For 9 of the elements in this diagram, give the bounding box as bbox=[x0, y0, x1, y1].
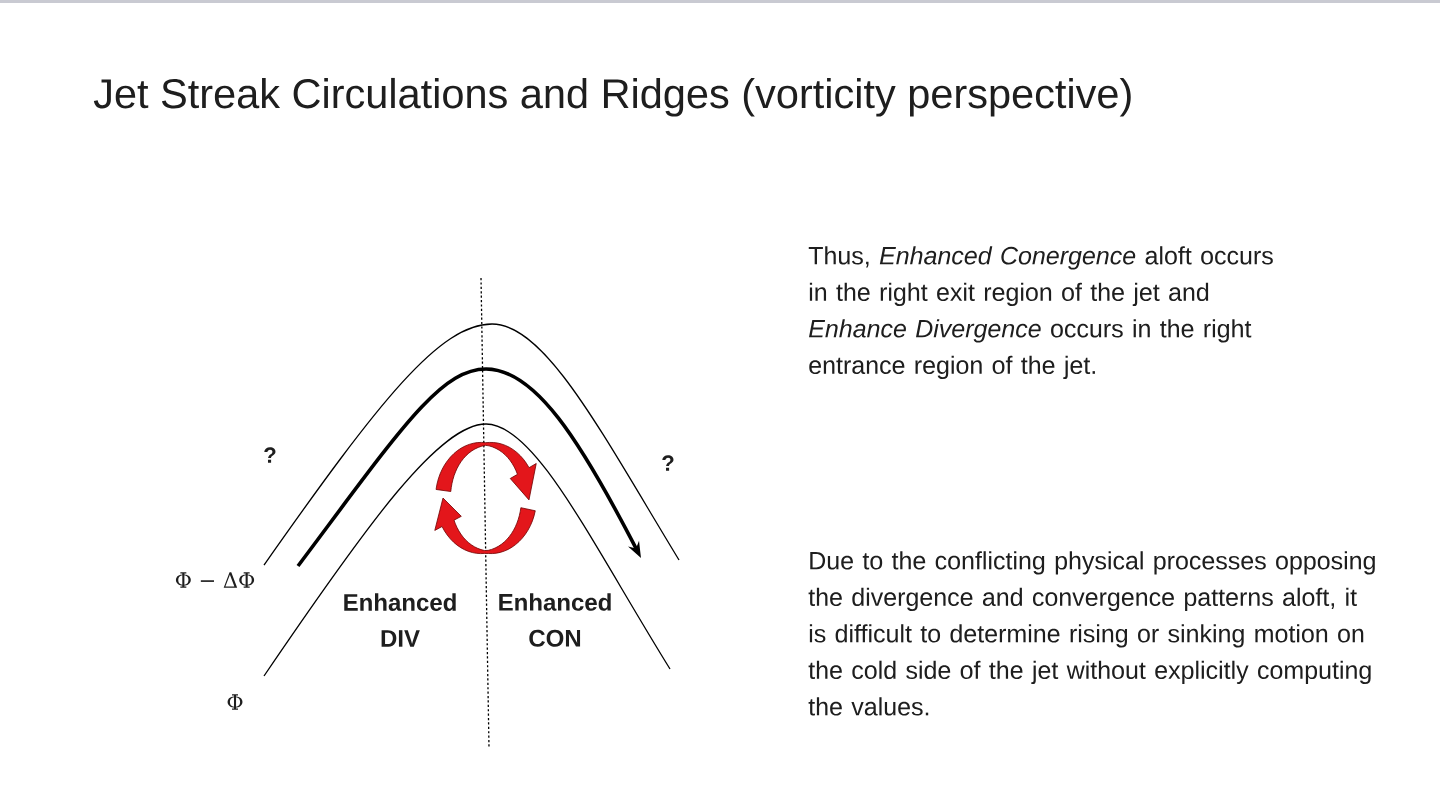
paragraph: Due to the conflicting physical processes opposing the divergence and convergence patterns aloft, it is difficult to determine rising or sinking motion on the cold side of the jet without explicitly computing the values. bbox=[808, 551, 1375, 716]
contour-label: Φ − ΔΦ bbox=[175, 572, 255, 588]
paragraph: Thus, Enhanced Conergence aloft occurs in the right exit region of the jet and Enhance Divergence occurs in the right entrance region of the jet. bbox=[808, 246, 1273, 379]
question-mark: ? bbox=[264, 447, 276, 463]
region-label: Enhanced CON bbox=[499, 593, 611, 647]
title: Jet Streak Circulations and Ridges (vorticity perspective) bbox=[93, 77, 1131, 117]
question-mark: ? bbox=[662, 455, 674, 471]
contour-label: Φ bbox=[227, 694, 243, 710]
region-label: Enhanced DIV bbox=[344, 593, 456, 647]
